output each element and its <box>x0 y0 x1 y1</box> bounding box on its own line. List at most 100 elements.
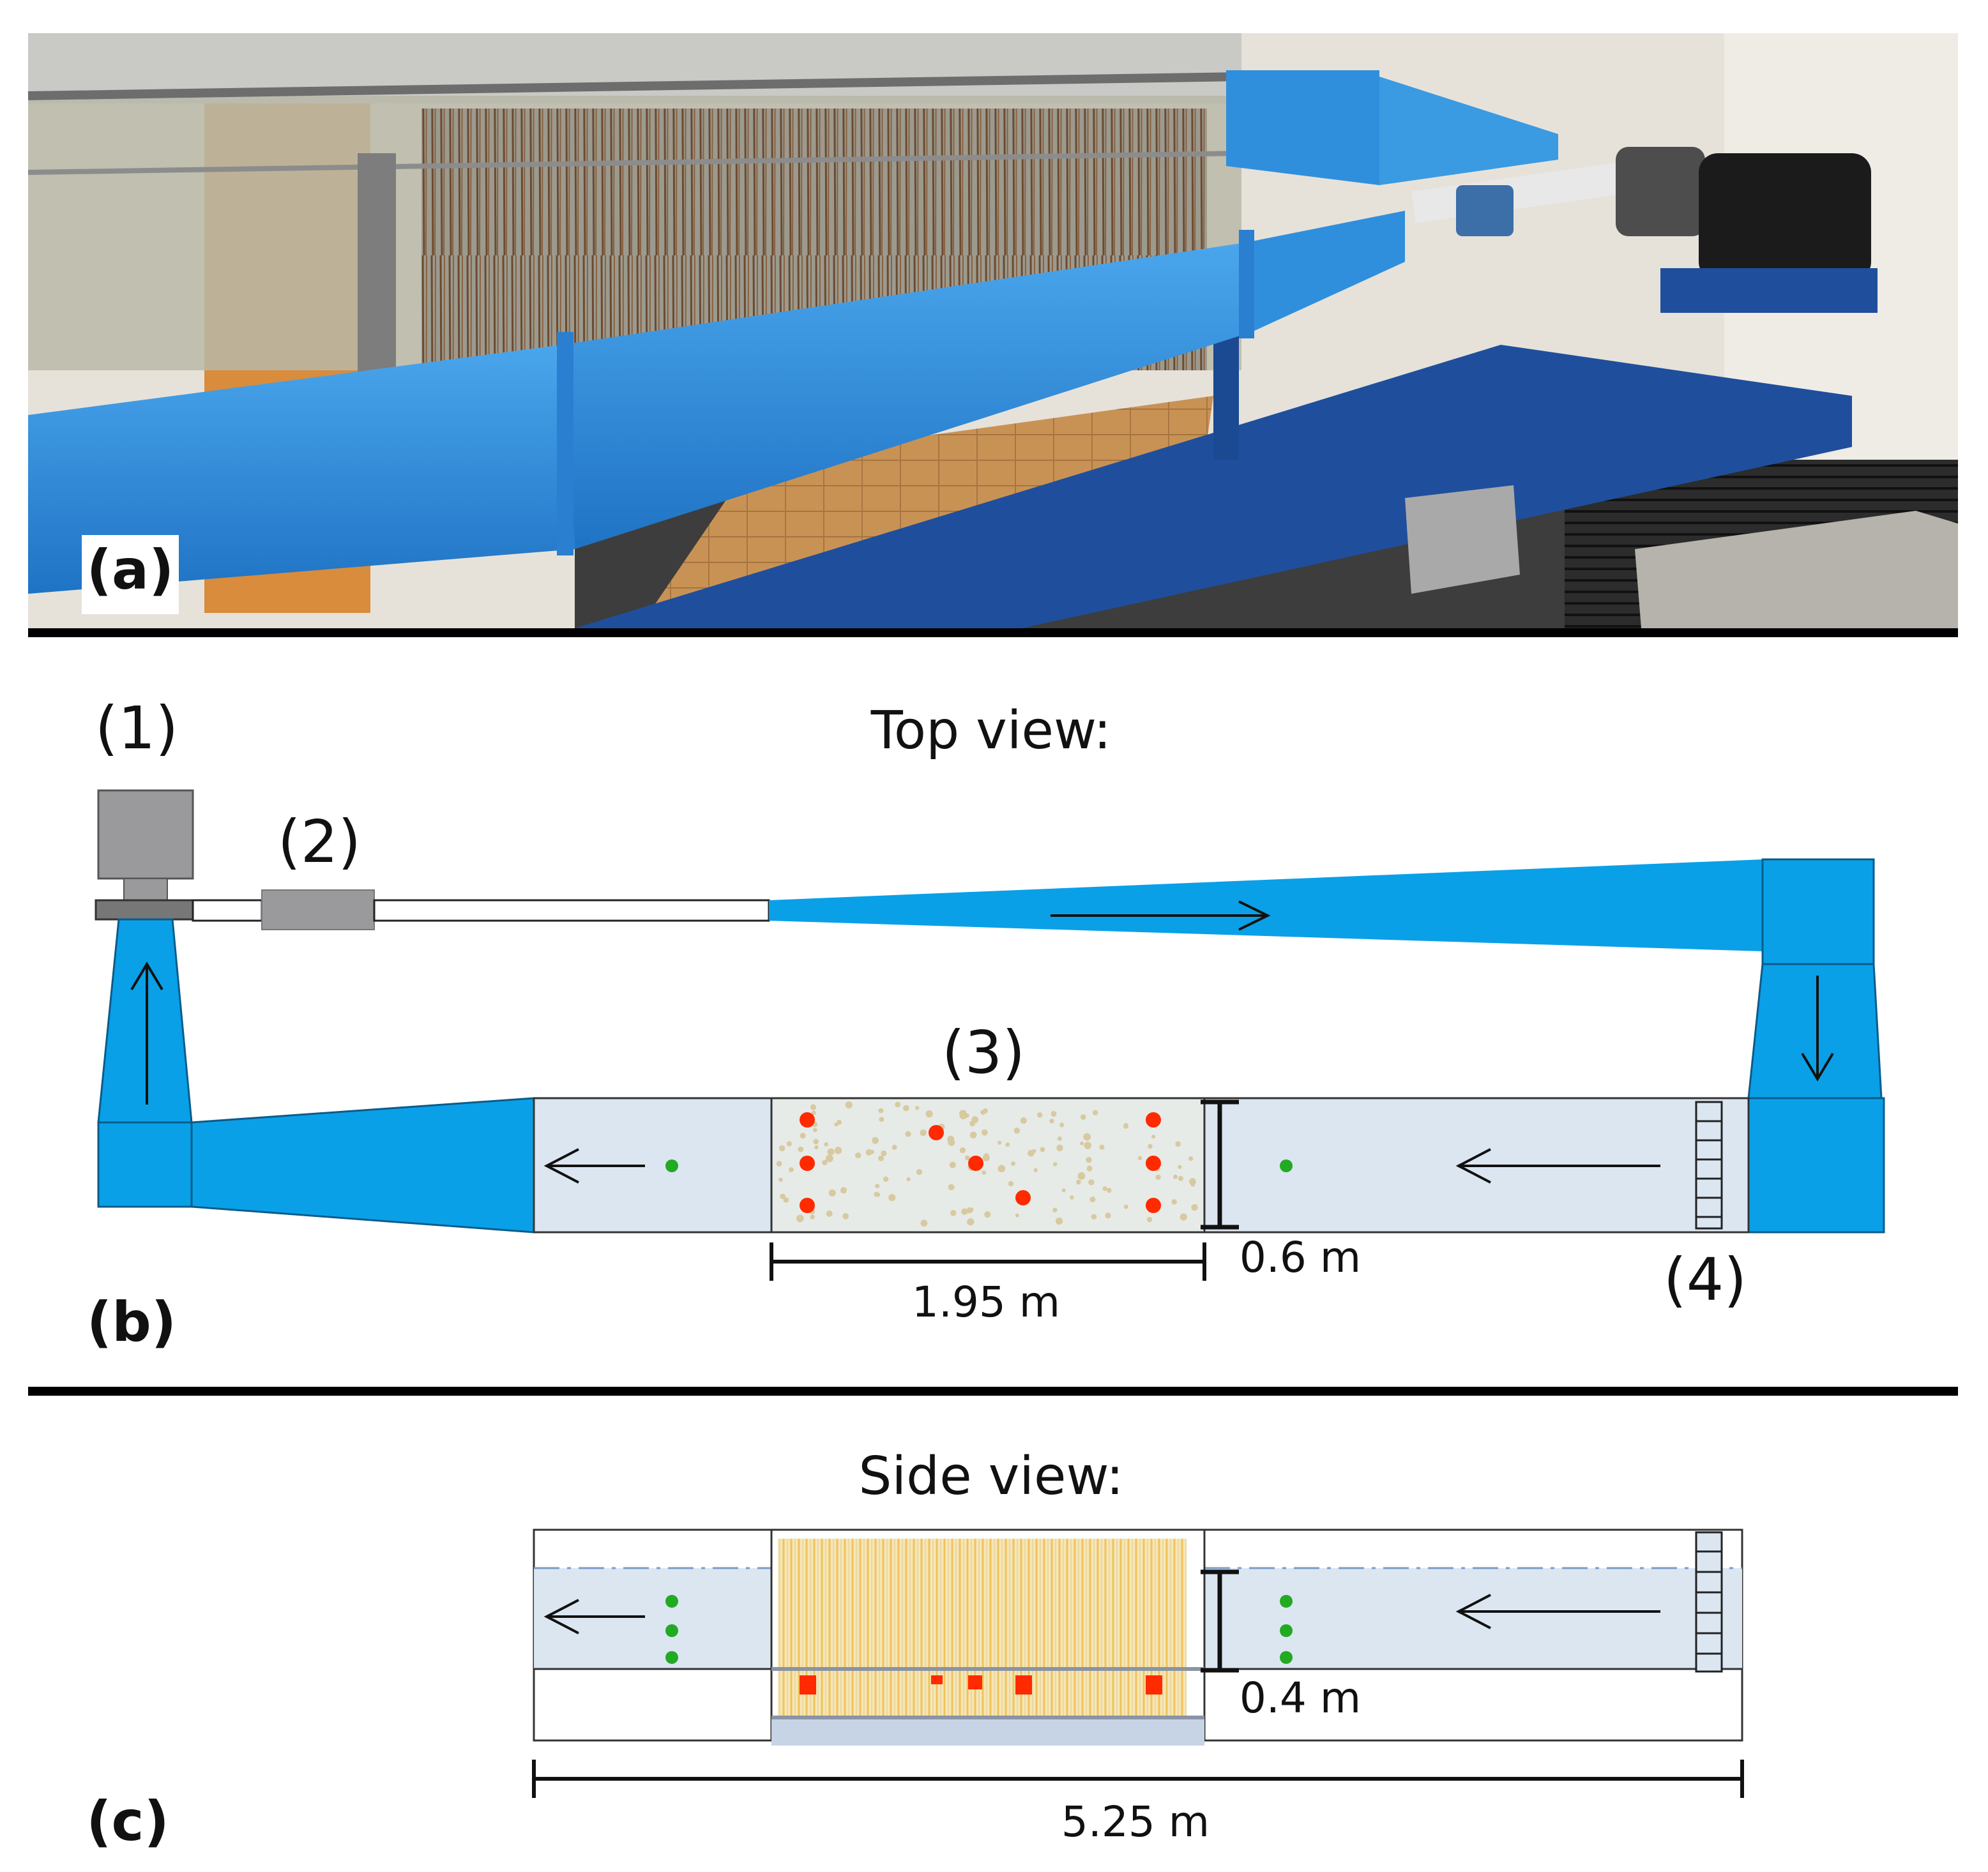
callout-3: (3) <box>942 1018 1025 1087</box>
dim-width-label: 0.6 m <box>1240 1233 1361 1282</box>
return-duct-section <box>562 243 1252 549</box>
length-dimension-bar <box>770 1242 1206 1281</box>
particle <box>1180 1213 1187 1221</box>
right-down-duct <box>1747 963 1883 1099</box>
particle <box>1070 1195 1074 1200</box>
side-flow-straightener <box>1695 1531 1723 1673</box>
particle <box>959 1147 966 1154</box>
cylinder <box>800 1112 815 1128</box>
particle <box>776 1161 782 1166</box>
pump-motor-box <box>97 789 194 880</box>
particle <box>1077 1172 1086 1180</box>
callout-4: (4) <box>1664 1246 1747 1314</box>
particle <box>961 1208 968 1215</box>
particle <box>881 1150 887 1156</box>
corner-box-bottom-left <box>97 1121 193 1208</box>
particle <box>872 1136 879 1144</box>
particle <box>915 1106 920 1110</box>
particle <box>810 1214 815 1219</box>
canopy-stems <box>778 1539 1187 1728</box>
probe-downstream <box>665 1159 678 1172</box>
panel-a-photo: (a) <box>27 33 1958 637</box>
probe <box>665 1624 678 1637</box>
probe <box>1280 1595 1293 1608</box>
motor-base <box>1660 268 1878 313</box>
upper-diffuser-duct <box>769 859 1763 951</box>
particle <box>1146 1216 1153 1223</box>
particle <box>1178 1175 1183 1181</box>
probe <box>1280 1624 1293 1637</box>
particle <box>998 1140 1002 1145</box>
particle <box>780 1193 785 1200</box>
particle <box>1106 1188 1112 1193</box>
lower-contraction-duct <box>190 1097 535 1234</box>
depth-dimension-bar <box>1201 1569 1239 1673</box>
particle <box>982 1170 987 1175</box>
particle <box>1191 1204 1198 1211</box>
probe-upstream <box>1280 1159 1293 1172</box>
panel-c-side-view: Side view: <box>86 1446 1744 1853</box>
particle <box>969 1131 977 1139</box>
flow-straightener <box>1695 1101 1723 1230</box>
return-duct <box>28 345 575 594</box>
channel-test-section <box>770 1097 1206 1234</box>
particle <box>920 1129 927 1136</box>
particle <box>983 1155 990 1161</box>
particle <box>903 1105 909 1112</box>
particle <box>811 1110 816 1115</box>
particle <box>796 1214 804 1223</box>
particle <box>874 1191 879 1197</box>
particle <box>920 1219 928 1227</box>
particle <box>837 1119 842 1125</box>
particle <box>828 1189 836 1196</box>
support-frame <box>575 345 1852 628</box>
cylinders-side <box>800 1675 1162 1695</box>
particle <box>949 1161 956 1168</box>
callout-1: (1) <box>95 694 178 762</box>
particle <box>948 1184 955 1191</box>
particle <box>810 1104 817 1110</box>
particle <box>786 1141 792 1147</box>
cylinder <box>968 1156 983 1171</box>
probe <box>1280 1651 1293 1664</box>
particle <box>948 1138 955 1146</box>
particle <box>964 1155 970 1161</box>
particle <box>1051 1111 1057 1117</box>
particle <box>798 1146 804 1152</box>
particle <box>1036 1112 1043 1118</box>
cylinder <box>1146 1156 1161 1171</box>
pump-neck <box>123 878 168 901</box>
cylinder <box>1146 1112 1161 1128</box>
panel-b-top-view: Top view: (1) (2) (3) <box>87 694 1885 1354</box>
particle <box>1040 1147 1045 1152</box>
upper-duct <box>1226 70 1379 185</box>
particle <box>1084 1142 1092 1149</box>
particle <box>1102 1186 1107 1191</box>
particle <box>981 1129 988 1136</box>
cylinder <box>1015 1190 1031 1205</box>
particle <box>888 1194 896 1202</box>
probe <box>665 1595 678 1608</box>
particle <box>1178 1165 1182 1169</box>
callout-2: (2) <box>278 808 361 876</box>
particle <box>879 1117 884 1122</box>
panel-c-title: Side view: <box>858 1446 1123 1507</box>
particle <box>967 1218 975 1226</box>
width-dimension-bar <box>1201 1099 1239 1230</box>
dim-depth-label: 0.4 m <box>1240 1673 1361 1723</box>
particle <box>1049 1119 1054 1124</box>
particle <box>778 1145 785 1152</box>
particle <box>905 1131 911 1137</box>
particle <box>1057 1136 1062 1141</box>
particle <box>969 1207 974 1212</box>
particle <box>1052 1207 1058 1212</box>
probes-upstream <box>1280 1595 1293 1664</box>
particle <box>984 1211 991 1218</box>
particle <box>1015 1213 1019 1218</box>
particle <box>878 1155 884 1161</box>
sediment-bed <box>771 1717 1204 1746</box>
particle <box>1010 1161 1016 1166</box>
pipe-right <box>373 899 770 922</box>
particle <box>855 1152 861 1159</box>
